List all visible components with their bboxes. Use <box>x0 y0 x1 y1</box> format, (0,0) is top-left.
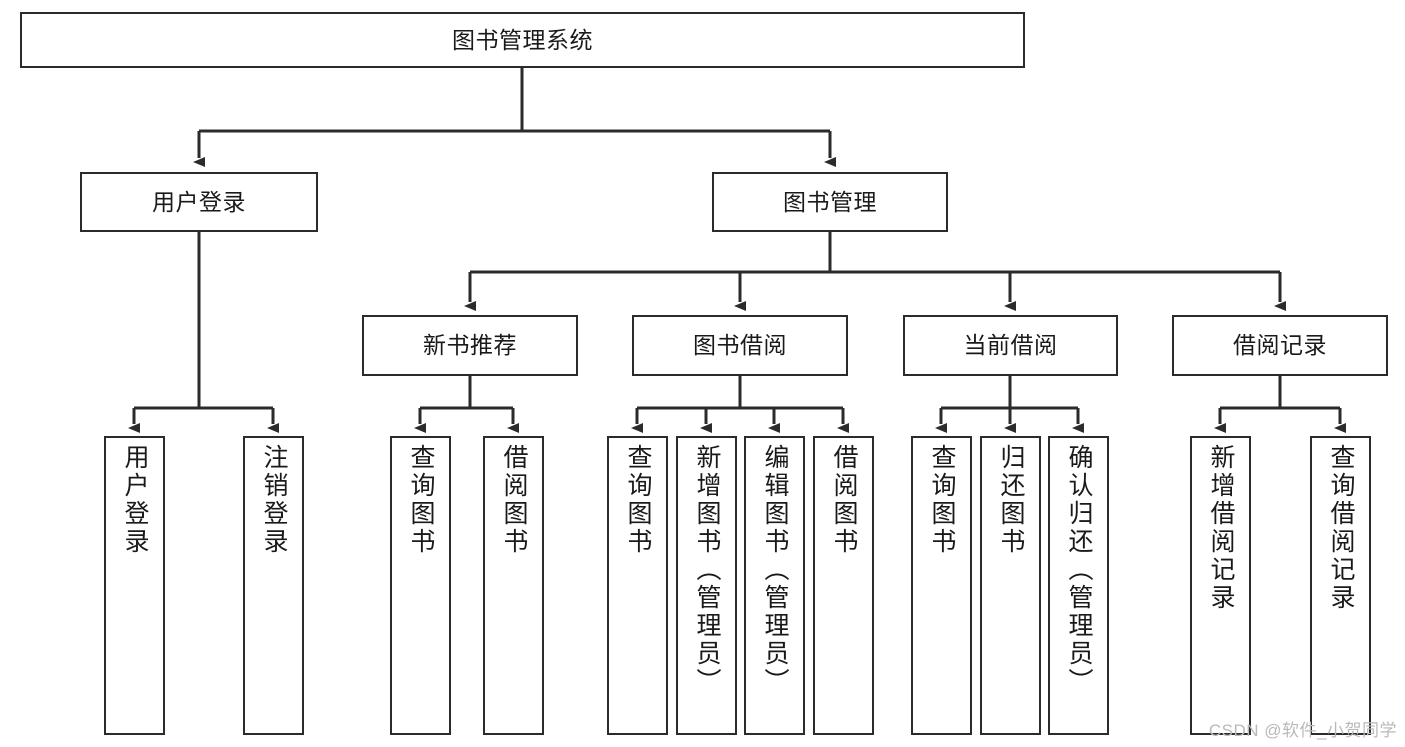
leaf-node-label: 用户登录 <box>121 444 149 556</box>
node-level3-current-borrow[interactable]: 当前借阅 <box>903 315 1118 376</box>
leaf-node[interactable]: 注销登录 <box>243 436 304 735</box>
leaf-node-label: 编辑图书（管理员） <box>761 444 789 696</box>
leaf-node-label: 查询图书 <box>407 444 435 556</box>
leaf-node-label: 查询借阅记录 <box>1327 444 1355 612</box>
leaf-node[interactable]: 借阅图书 <box>813 436 874 735</box>
leaf-node-label: 新增借阅记录 <box>1207 444 1235 612</box>
node-root[interactable]: 图书管理系统 <box>20 12 1025 68</box>
leaf-node-label: 新增图书（管理员） <box>693 444 721 696</box>
node-level3-book-borrow[interactable]: 图书借阅 <box>632 315 848 376</box>
leaf-node-label: 注销登录 <box>260 444 288 556</box>
leaf-node-label: 借阅图书 <box>830 444 858 556</box>
leaf-node-label: 查询图书 <box>928 444 956 556</box>
leaf-node-label: 查询图书 <box>624 444 652 556</box>
node-level3-borrow-record-label: 借阅记录 <box>1233 332 1327 359</box>
leaf-node[interactable]: 查询图书 <box>390 436 451 735</box>
leaf-node[interactable]: 查询图书 <box>911 436 972 735</box>
leaf-node[interactable]: 借阅图书 <box>483 436 544 735</box>
leaf-node-label: 归还图书 <box>997 444 1025 556</box>
node-level2-book-management[interactable]: 图书管理 <box>712 172 948 232</box>
leaf-node[interactable]: 查询图书 <box>607 436 668 735</box>
leaf-node-label: 确认归还（管理员） <box>1065 444 1093 696</box>
node-level2-user-login-label: 用户登录 <box>152 188 246 215</box>
node-level3-book-borrow-label: 图书借阅 <box>693 332 787 359</box>
leaf-node[interactable]: 确认归还（管理员） <box>1048 436 1109 735</box>
node-level3-current-borrow-label: 当前借阅 <box>963 332 1058 359</box>
leaf-node[interactable]: 用户登录 <box>104 436 165 735</box>
node-level3-borrow-record[interactable]: 借阅记录 <box>1172 315 1388 376</box>
leaf-node-label: 借阅图书 <box>500 444 528 556</box>
leaf-node[interactable]: 新增图书（管理员） <box>676 436 737 735</box>
node-level2-book-management-label: 图书管理 <box>783 188 877 215</box>
leaf-node[interactable]: 归还图书 <box>980 436 1041 735</box>
leaf-node[interactable]: 查询借阅记录 <box>1310 436 1371 735</box>
leaf-node[interactable]: 编辑图书（管理员） <box>744 436 805 735</box>
node-level2-user-login[interactable]: 用户登录 <box>80 172 318 232</box>
node-root-label: 图书管理系统 <box>452 26 593 53</box>
node-level3-new-book-recommend[interactable]: 新书推荐 <box>362 315 578 376</box>
leaf-node[interactable]: 新增借阅记录 <box>1190 436 1251 735</box>
node-level3-new-book-recommend-label: 新书推荐 <box>423 332 517 359</box>
csdn-watermark: CSDN @软件_小贺同学 <box>1208 721 1397 740</box>
